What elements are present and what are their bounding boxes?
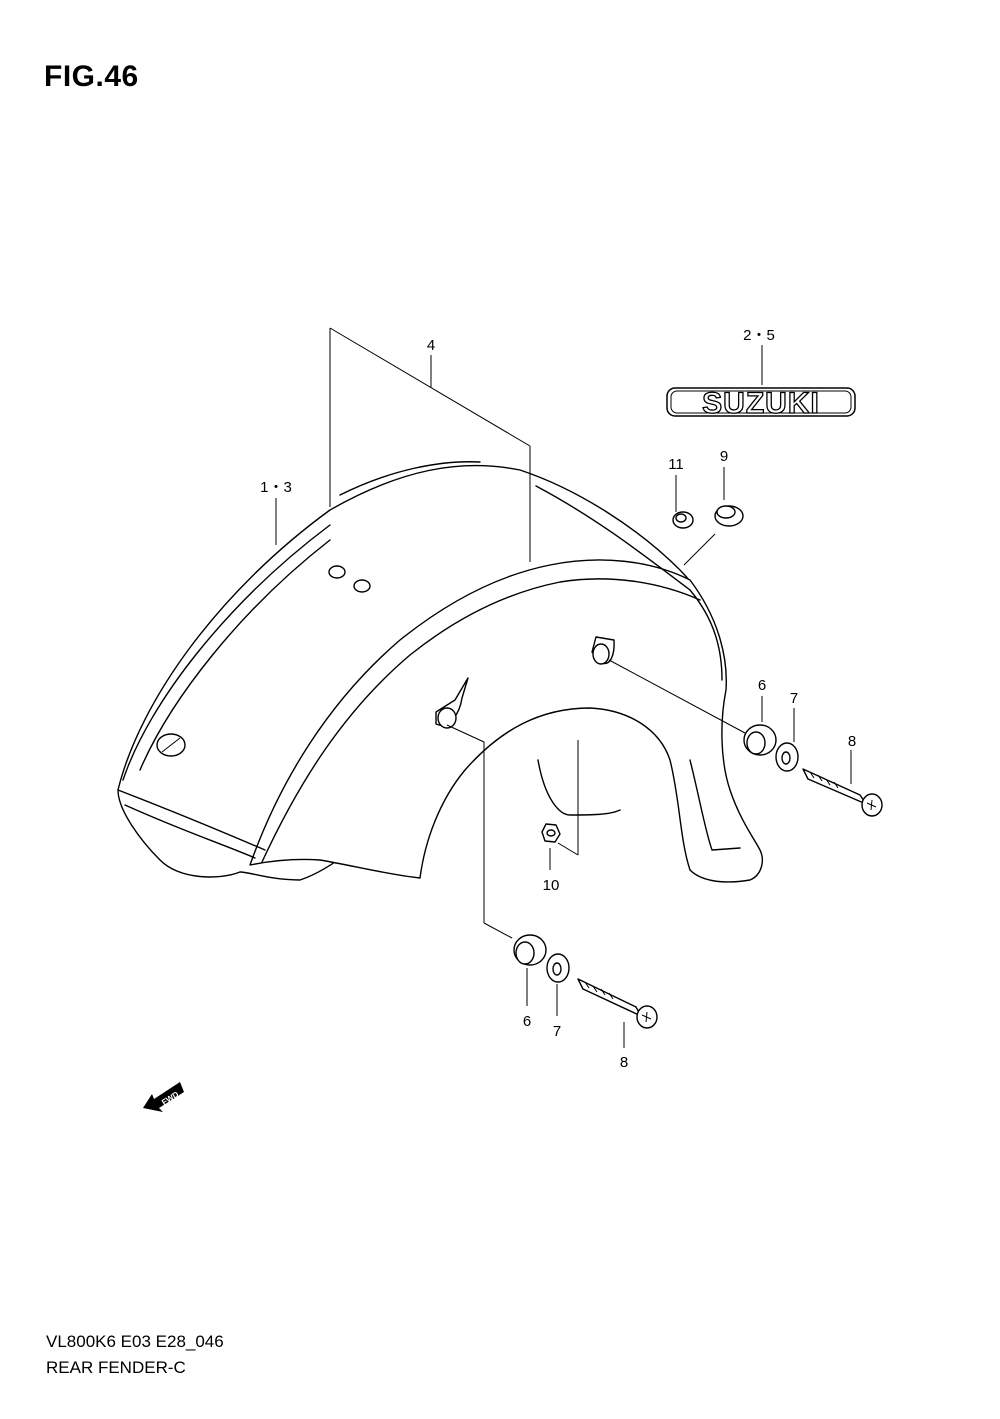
bolt-8-right [802, 750, 883, 817]
callout-2-5: 2・5 [743, 327, 775, 344]
cushion-6-right [608, 659, 777, 756]
washer-7-right [775, 708, 799, 772]
callout-11: 11 [668, 456, 684, 473]
callout-9: 9 [720, 448, 728, 465]
washer-7-lower [546, 953, 570, 1016]
forward-arrow-icon: FWD [143, 1082, 184, 1112]
callout-8-right: 8 [848, 733, 856, 750]
callout-6-right: 6 [758, 677, 766, 694]
cushion-6-lower [446, 724, 547, 1006]
rear-fender [117, 461, 763, 883]
figure-name: REAR FENDER-C [46, 1358, 186, 1377]
bolt-8-lower [577, 978, 658, 1048]
callout-7-lower: 7 [553, 1023, 561, 1040]
callout-4: 4 [427, 337, 435, 354]
callout-6-lower: 6 [523, 1013, 531, 1030]
figure-title: FIG.46 [44, 60, 139, 93]
emblem-text: SUZUKI [702, 387, 820, 420]
callout-1-3: 1・3 [260, 479, 292, 496]
callout-8-lower: 8 [620, 1054, 628, 1071]
callout-4-leader [329, 327, 531, 562]
suzuki-emblem: SUZUKI [666, 345, 856, 421]
model-code: VL800K6 E03 E28_046 [46, 1332, 224, 1351]
grommet-9 [683, 467, 744, 566]
callout-7-right: 7 [790, 690, 798, 707]
grommet-11 [672, 475, 694, 529]
callout-10: 10 [543, 877, 560, 894]
nut-10 [541, 740, 579, 870]
